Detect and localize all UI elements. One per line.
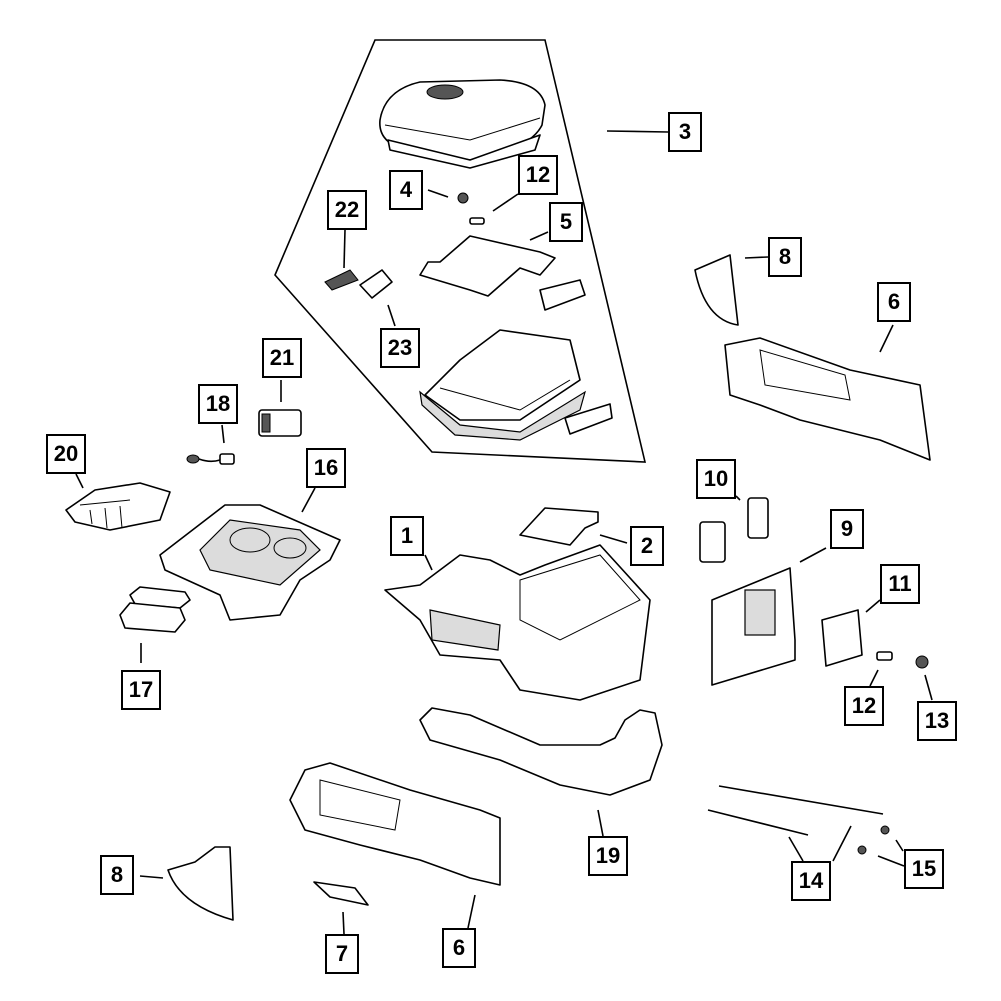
callout-20[interactable]: 20 bbox=[46, 434, 86, 474]
cupholder-bezel bbox=[159, 504, 341, 621]
callout-3[interactable]: 3 bbox=[668, 112, 702, 152]
lid-bin bbox=[419, 329, 586, 441]
callout-2[interactable]: 2 bbox=[630, 526, 664, 566]
callout-7[interactable]: 7 bbox=[325, 934, 359, 974]
callout-18[interactable]: 18 bbox=[198, 384, 238, 424]
console-base bbox=[384, 544, 651, 701]
callout-22[interactable]: 22 bbox=[327, 190, 367, 230]
callout-10[interactable]: 10 bbox=[696, 459, 736, 499]
callout-23[interactable]: 23 bbox=[380, 328, 420, 368]
callout-8-right[interactable]: 8 bbox=[768, 237, 802, 277]
callout-12-lower[interactable]: 12 bbox=[844, 686, 884, 726]
callout-12-upper[interactable]: 12 bbox=[518, 155, 558, 195]
assembly-outline bbox=[274, 39, 647, 463]
callout-11[interactable]: 11 bbox=[880, 564, 920, 604]
callout-5[interactable]: 5 bbox=[549, 202, 583, 242]
callout-17[interactable]: 17 bbox=[121, 670, 161, 710]
callout-15[interactable]: 15 bbox=[904, 849, 944, 889]
callout-19[interactable]: 19 bbox=[588, 836, 628, 876]
callout-21[interactable]: 21 bbox=[262, 338, 302, 378]
callout-6-left[interactable]: 6 bbox=[442, 928, 476, 968]
callout-13[interactable]: 13 bbox=[917, 701, 957, 741]
callout-16[interactable]: 16 bbox=[306, 448, 346, 488]
callout-4[interactable]: 4 bbox=[389, 170, 423, 210]
callout-1[interactable]: 1 bbox=[390, 516, 424, 556]
callout-6-right[interactable]: 6 bbox=[877, 282, 911, 322]
armrest-lid bbox=[379, 79, 546, 169]
callout-9[interactable]: 9 bbox=[830, 509, 864, 549]
callout-8-left[interactable]: 8 bbox=[100, 855, 134, 895]
callout-14[interactable]: 14 bbox=[791, 861, 831, 901]
